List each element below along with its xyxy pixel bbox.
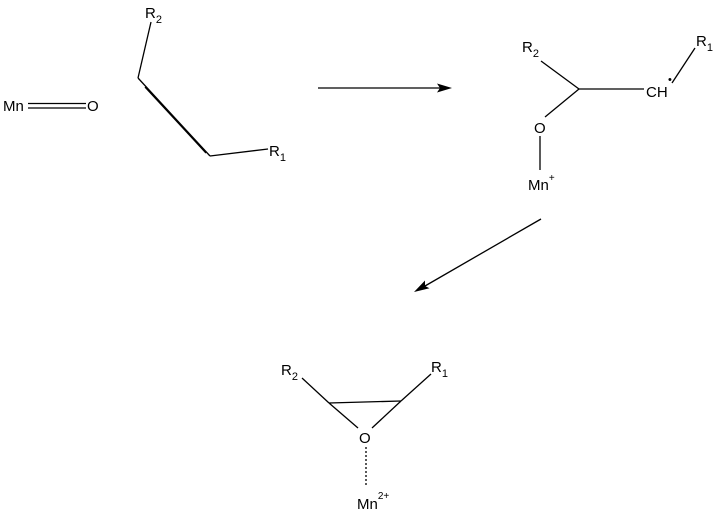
- alkene-r2-label: R2: [145, 5, 162, 26]
- intermediate-o-label: O: [534, 120, 546, 137]
- arrow-2-shaft: [424, 218, 542, 287]
- radical-dot: •: [668, 74, 672, 86]
- product-cc-bond: [328, 400, 402, 404]
- product-c-o-bond-right: [371, 400, 402, 429]
- product-mn-label: Mn2+: [357, 491, 389, 513]
- alkene-r1-bond: [209, 148, 269, 157]
- product-r2-label: R2: [281, 362, 298, 383]
- alkene-r1-label: R1: [269, 143, 286, 164]
- product-r1-label: R1: [431, 359, 448, 380]
- manganese-oxo: Mn O: [3, 98, 99, 115]
- epoxide-product: R2 R1 O Mn2+: [281, 359, 448, 513]
- reaction-arrow-2: [414, 218, 542, 292]
- intermediate-mn-label: Mn+: [528, 173, 555, 194]
- arrow-1-head: [437, 83, 452, 93]
- reaction-arrow-1: [318, 83, 452, 93]
- intermediate-c-o-bond: [544, 88, 580, 118]
- oxo-mn-label: Mn: [3, 98, 24, 115]
- intermediate-r1-bond: [671, 47, 696, 84]
- alkene-double-bond-outer: [137, 77, 211, 157]
- oxo-o-label: O: [87, 98, 99, 115]
- product-o-label: O: [359, 430, 371, 447]
- product-r1-bond: [400, 373, 432, 402]
- arrow-2-head: [414, 280, 430, 292]
- intermediate-r1-label: R1: [696, 33, 713, 54]
- intermediate-r2-bond: [540, 60, 580, 90]
- alkene-r2-bond: [137, 21, 152, 79]
- alkene-double-bond-inner: [144, 86, 207, 154]
- intermediate-ch-label: CH: [646, 84, 668, 101]
- radical-intermediate: R2 CH • R1 O Mn+: [522, 33, 713, 194]
- product-r2-bond: [301, 377, 330, 404]
- cis-alkene: R2 R1: [137, 5, 286, 164]
- intermediate-r2-label: R2: [522, 39, 539, 60]
- product-c-o-bond-left: [328, 402, 359, 429]
